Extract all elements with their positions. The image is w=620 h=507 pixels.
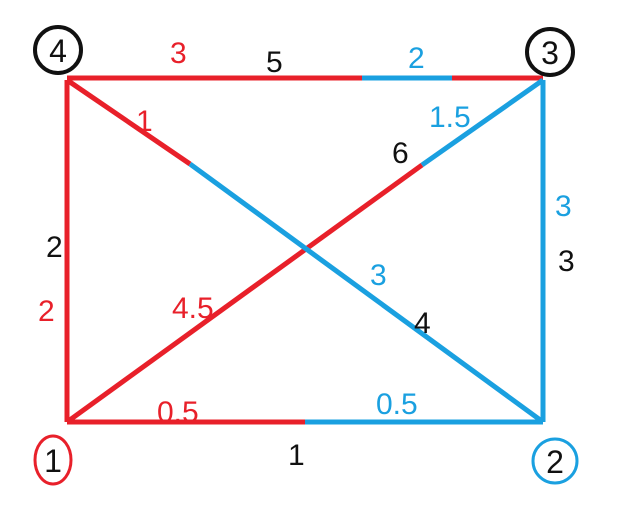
- edge-1-3-red: [65, 162, 424, 425]
- edge-4-3-red-weight: 3: [170, 37, 187, 70]
- edge-4-2-red: [65, 77, 192, 167]
- node-3: 3: [525, 27, 575, 77]
- edge-4-2-black-weight: 4: [414, 307, 431, 340]
- edge-1-3-blue-weight: 1.5: [429, 101, 471, 134]
- edge-4-3-blue-weight: 2: [408, 42, 425, 75]
- edge-1-3-red-weight: 4.5: [172, 292, 214, 325]
- edge-1-2-blue-weight: 0.5: [376, 388, 418, 421]
- node-1-label: 1: [44, 443, 62, 479]
- edge-1-2-red-weight: 0.5: [157, 396, 199, 429]
- node-2-label: 2: [546, 444, 564, 480]
- edge-4-1-red-weight: 2: [38, 295, 55, 328]
- edge-4-2-blue: [188, 161, 545, 425]
- edge-4-2-blue-weight: 3: [370, 259, 387, 292]
- node-1: 1: [33, 434, 73, 486]
- edge-4-2-red-weight: 1: [136, 105, 153, 138]
- edge-2-3-blue-weight: 3: [555, 190, 572, 223]
- edge-4-1-black-weight: 2: [46, 231, 63, 264]
- edge-4-3-black-weight: 5: [266, 46, 283, 79]
- edge-1-3-blue: [420, 77, 545, 168]
- node-2: 2: [531, 437, 579, 485]
- edge-1-3-black-weight: 6: [392, 137, 409, 170]
- edge-1-2-black-weight: 1: [288, 439, 305, 472]
- node-4-label: 4: [49, 33, 67, 69]
- node-4: 4: [33, 25, 83, 75]
- node-3-label: 3: [541, 35, 559, 71]
- edge-2-3-black-weight: 3: [558, 245, 575, 278]
